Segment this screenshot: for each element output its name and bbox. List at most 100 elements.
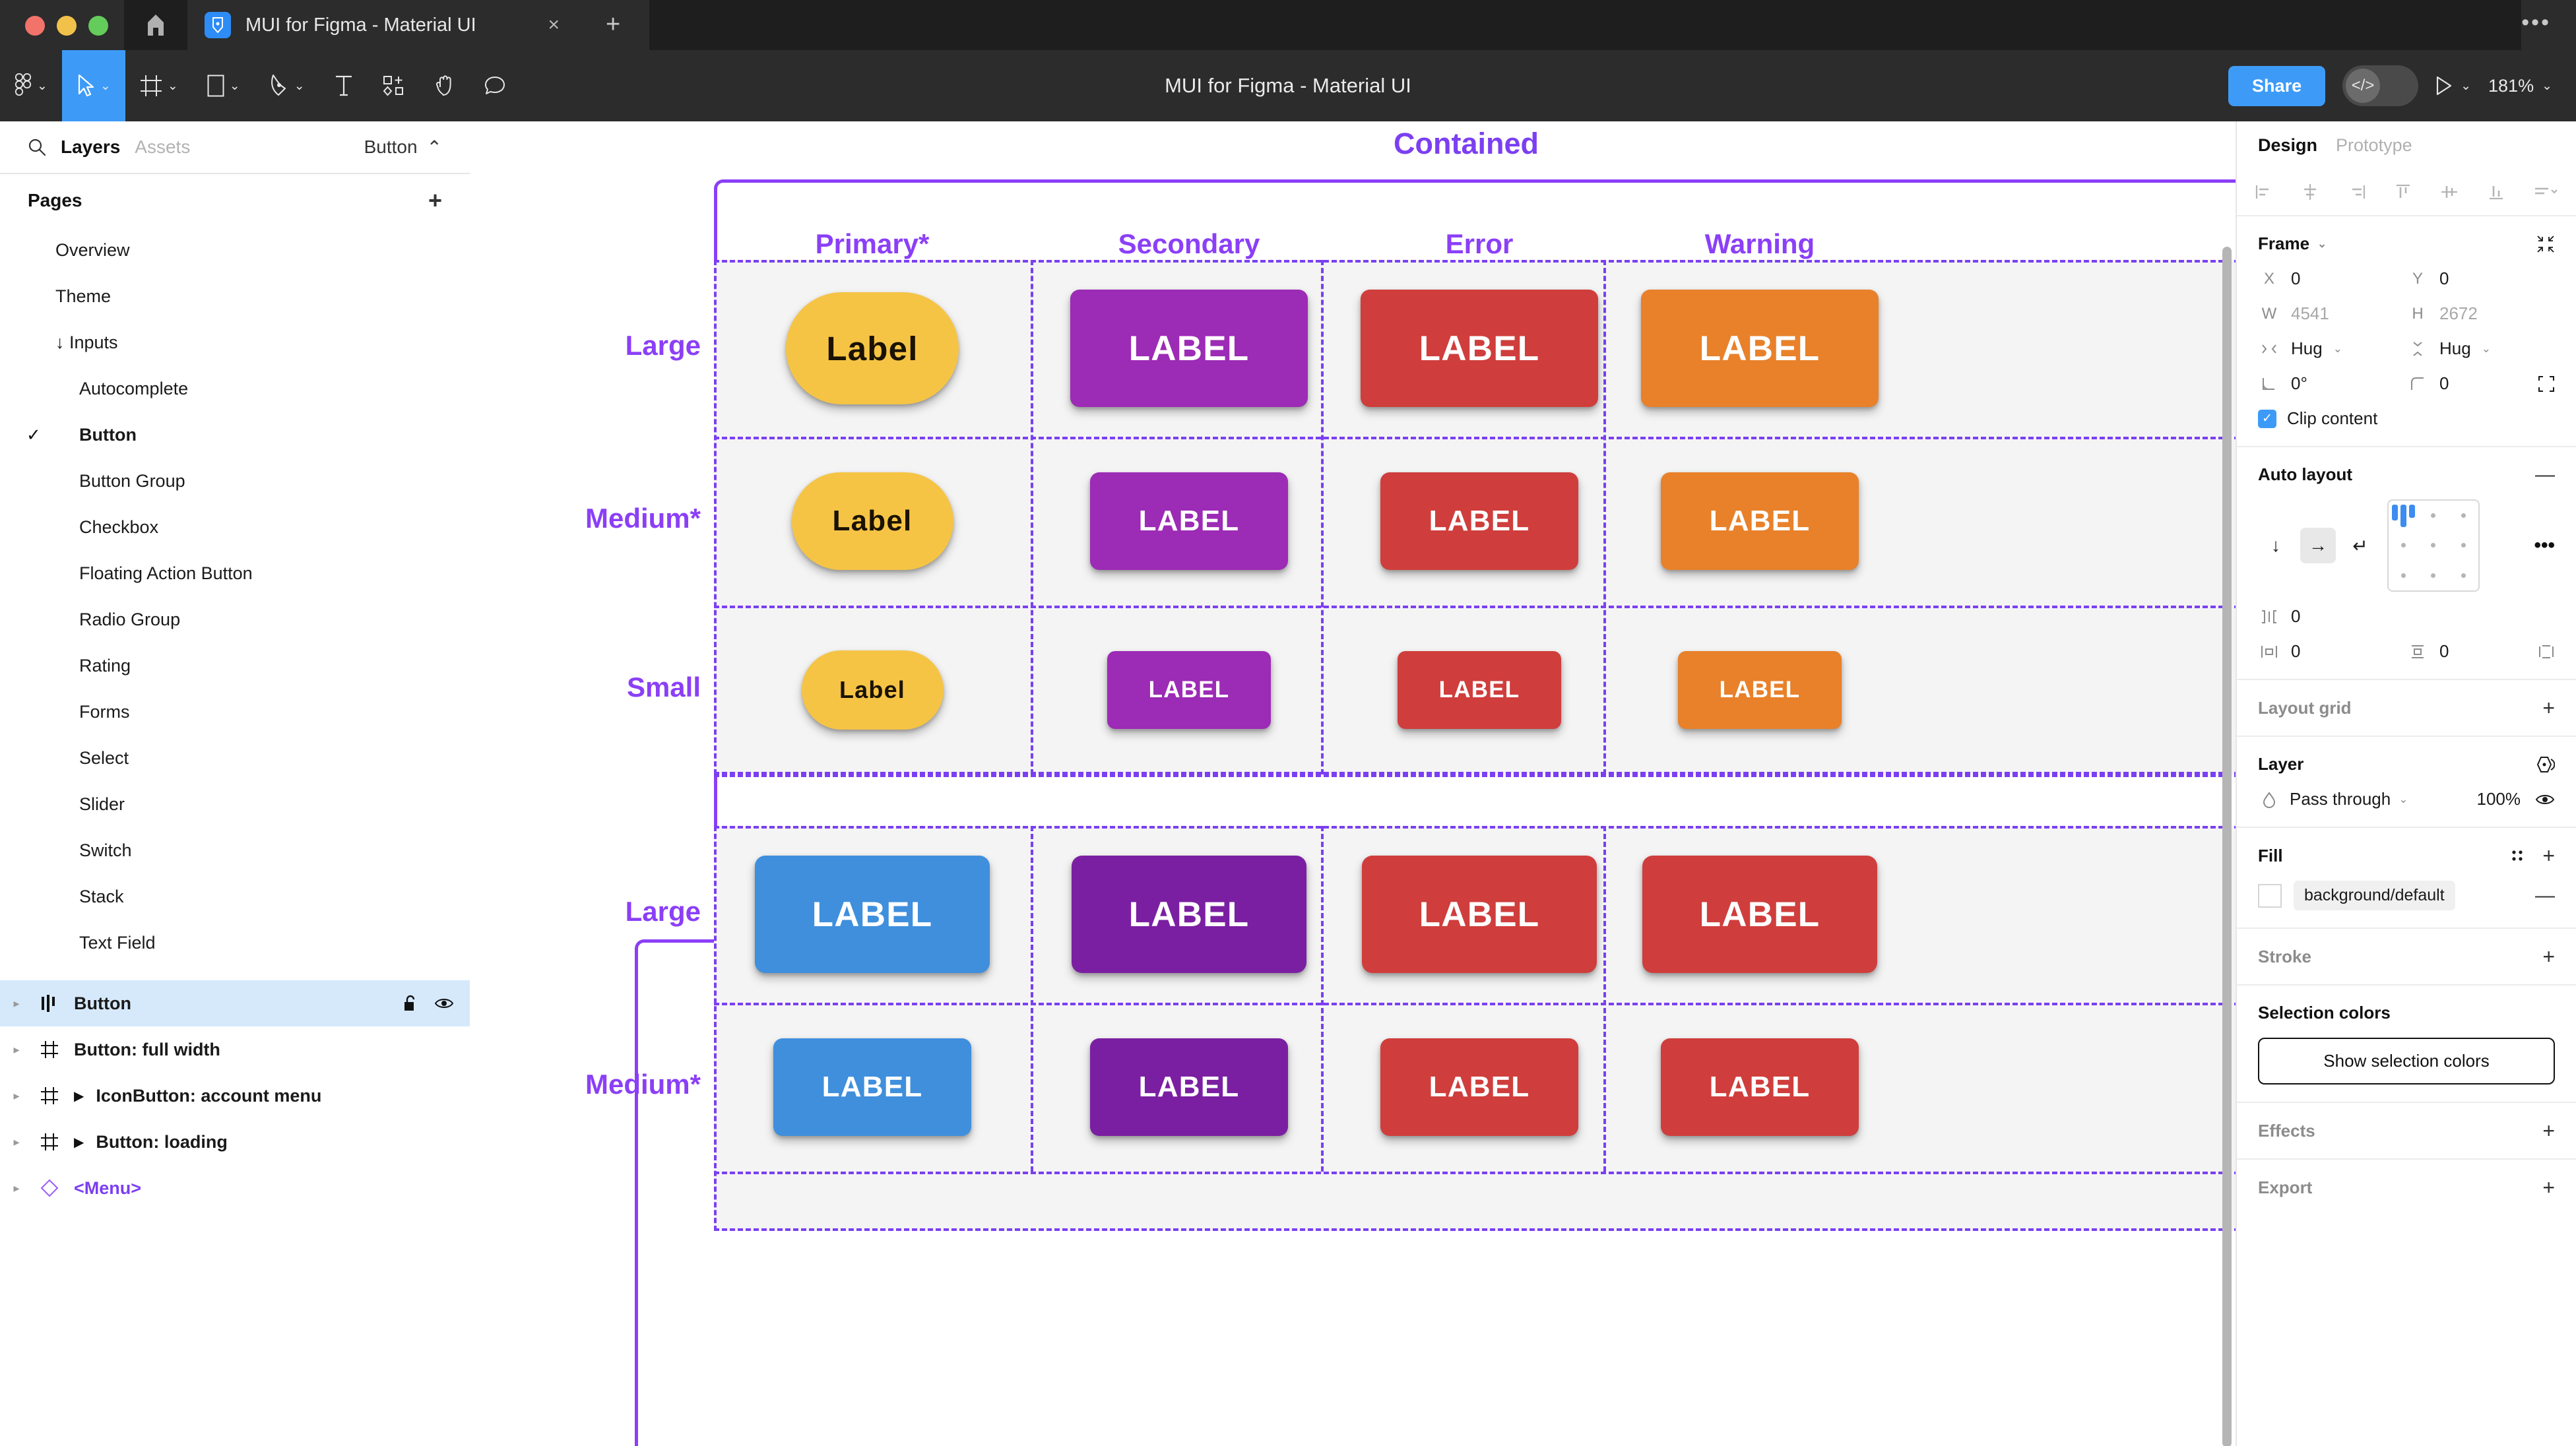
gap-field[interactable]: 0	[2258, 606, 2406, 627]
align-dot[interactable]	[2461, 543, 2466, 548]
material-button[interactable]: LABEL	[1072, 856, 1306, 973]
page-item-rating[interactable]: Rating	[0, 643, 470, 689]
page-item-text-field[interactable]: Text Field	[0, 920, 470, 966]
add-export-button[interactable]: +	[2542, 1176, 2555, 1199]
page-item-autocomplete[interactable]: Autocomplete	[0, 365, 470, 412]
alignment-grid[interactable]	[2387, 499, 2480, 592]
material-button[interactable]: LABEL	[1361, 290, 1598, 407]
window-more-icon[interactable]: •••	[2521, 10, 2551, 35]
close-window-button[interactable]	[25, 16, 45, 36]
material-button[interactable]: LABEL	[1362, 856, 1597, 973]
material-button[interactable]: LABEL	[1642, 856, 1877, 973]
chevron-right-icon[interactable]: ▸	[13, 996, 20, 1010]
unlock-icon[interactable]	[402, 994, 418, 1013]
frame-x-field[interactable]: X 0	[2258, 268, 2406, 289]
align-bottom-icon[interactable]	[2486, 182, 2506, 202]
page-item-button-group[interactable]: Button Group	[0, 458, 470, 504]
maximize-window-button[interactable]	[88, 16, 108, 36]
add-page-button[interactable]: +	[428, 187, 442, 214]
move-tool-button[interactable]: ⌄	[61, 50, 125, 121]
material-button[interactable]: LABEL	[1661, 1038, 1859, 1136]
page-item-slider[interactable]: Slider	[0, 781, 470, 827]
chevron-down-icon[interactable]: ⌄	[2317, 237, 2327, 250]
frame-y-field[interactable]: Y 0	[2406, 268, 2555, 289]
expand-triangle-icon[interactable]: ▶	[74, 1135, 84, 1150]
vertical-resizing-field[interactable]: Hug ⌄	[2406, 338, 2555, 359]
direction-horizontal-button[interactable]: →	[2300, 528, 2336, 563]
align-top-icon[interactable]	[2393, 182, 2413, 202]
align-dot[interactable]	[2401, 573, 2406, 578]
share-button[interactable]: Share	[2228, 65, 2326, 106]
show-selection-colors-button[interactable]: Show selection colors	[2258, 1038, 2555, 1084]
visibility-eye-icon[interactable]	[434, 996, 454, 1011]
independent-corners-icon[interactable]	[2538, 375, 2555, 393]
hand-tool-button[interactable]	[420, 50, 470, 121]
chevron-right-icon[interactable]: ▸	[13, 1181, 20, 1195]
material-button[interactable]: LABEL	[1107, 651, 1271, 729]
chevron-right-icon[interactable]: ▸	[13, 1135, 20, 1148]
pen-tool-button[interactable]: ⌄	[255, 50, 319, 121]
add-stroke-button[interactable]: +	[2542, 945, 2555, 968]
material-button[interactable]: Label	[791, 472, 953, 570]
material-button[interactable]: LABEL	[1090, 1038, 1288, 1136]
align-dot[interactable]	[2401, 543, 2406, 548]
horizontal-padding-field[interactable]: 0	[2258, 641, 2406, 662]
resources-tool-button[interactable]	[368, 50, 420, 121]
material-button[interactable]: LABEL	[1678, 651, 1842, 729]
material-button[interactable]: LABEL	[1641, 290, 1879, 407]
layer-row[interactable]: ▸Button: full width	[0, 1026, 470, 1073]
horizontal-resizing-field[interactable]: Hug ⌄	[2258, 338, 2406, 359]
present-button[interactable]: ⌄	[2435, 76, 2471, 96]
align-right-icon[interactable]	[2347, 182, 2367, 202]
align-dot[interactable]	[2461, 513, 2466, 519]
frame-label-contained[interactable]: Contained	[1394, 127, 1539, 160]
fill-styles-icon[interactable]	[2509, 848, 2525, 864]
material-button[interactable]: LABEL	[773, 1038, 971, 1136]
material-button[interactable]: Label	[801, 650, 944, 730]
material-button[interactable]: LABEL	[755, 856, 990, 973]
material-button[interactable]: LABEL	[1398, 651, 1561, 729]
layer-row[interactable]: ▸▶IconButton: account menu	[0, 1073, 470, 1119]
tab-assets[interactable]: Assets	[135, 137, 191, 157]
new-tab-button[interactable]: +	[606, 11, 621, 38]
add-layout-grid-button[interactable]: +	[2542, 696, 2555, 720]
page-item-inputs[interactable]: ↓ Inputs	[0, 319, 470, 365]
page-item-checkbox[interactable]: Checkbox	[0, 504, 470, 550]
material-button[interactable]: LABEL	[1380, 472, 1578, 570]
chevron-right-icon[interactable]: ▸	[13, 1088, 20, 1102]
page-item-radio-group[interactable]: Radio Group	[0, 596, 470, 643]
text-tool-button[interactable]	[319, 50, 368, 121]
figma-menu-button[interactable]: ⌄	[0, 50, 62, 121]
tab-layers[interactable]: Layers	[61, 137, 121, 157]
individual-padding-icon[interactable]	[2538, 644, 2555, 660]
zoom-control[interactable]: 181% ⌄	[2488, 76, 2552, 96]
opacity-value[interactable]: 100%	[2476, 789, 2521, 809]
collapse-frame-icon[interactable]	[2536, 235, 2555, 253]
expand-triangle-icon[interactable]: ▶	[74, 1088, 84, 1104]
frame-tool-button[interactable]: ⌄	[125, 50, 193, 121]
distribute-more-icon[interactable]	[2532, 182, 2559, 202]
remove-auto-layout-button[interactable]: —	[2535, 463, 2555, 486]
add-fill-button[interactable]: +	[2542, 844, 2555, 867]
auto-layout-more-button[interactable]: •••	[2534, 534, 2555, 556]
layer-row[interactable]: ▸▶Button: loading	[0, 1119, 470, 1165]
fill-color-swatch[interactable]	[2258, 883, 2282, 908]
page-item-forms[interactable]: Forms	[0, 689, 470, 735]
material-button[interactable]: LABEL	[1380, 1038, 1578, 1136]
page-item-select[interactable]: Select	[0, 735, 470, 781]
vertical-padding-field[interactable]: 0	[2406, 641, 2555, 662]
page-item-theme[interactable]: Theme	[0, 273, 470, 319]
layer-styles-icon[interactable]	[2535, 755, 2555, 774]
visibility-eye-icon[interactable]	[2535, 792, 2555, 807]
corner-radius-field[interactable]: 0	[2406, 373, 2555, 394]
frame-width-field[interactable]: W 4541	[2258, 303, 2406, 324]
clip-content-checkbox[interactable]: ✓	[2258, 409, 2276, 428]
page-item-button[interactable]: ✓Button	[0, 412, 470, 458]
canvas-scrollbar-vertical[interactable]	[2222, 247, 2232, 1446]
align-dot[interactable]	[2461, 573, 2466, 578]
material-button[interactable]: LABEL	[1090, 472, 1288, 570]
fill-style-name[interactable]: background/default	[2294, 881, 2455, 910]
frame-height-field[interactable]: H 2672	[2406, 303, 2555, 324]
align-vertical-center-icon[interactable]	[2439, 182, 2459, 202]
